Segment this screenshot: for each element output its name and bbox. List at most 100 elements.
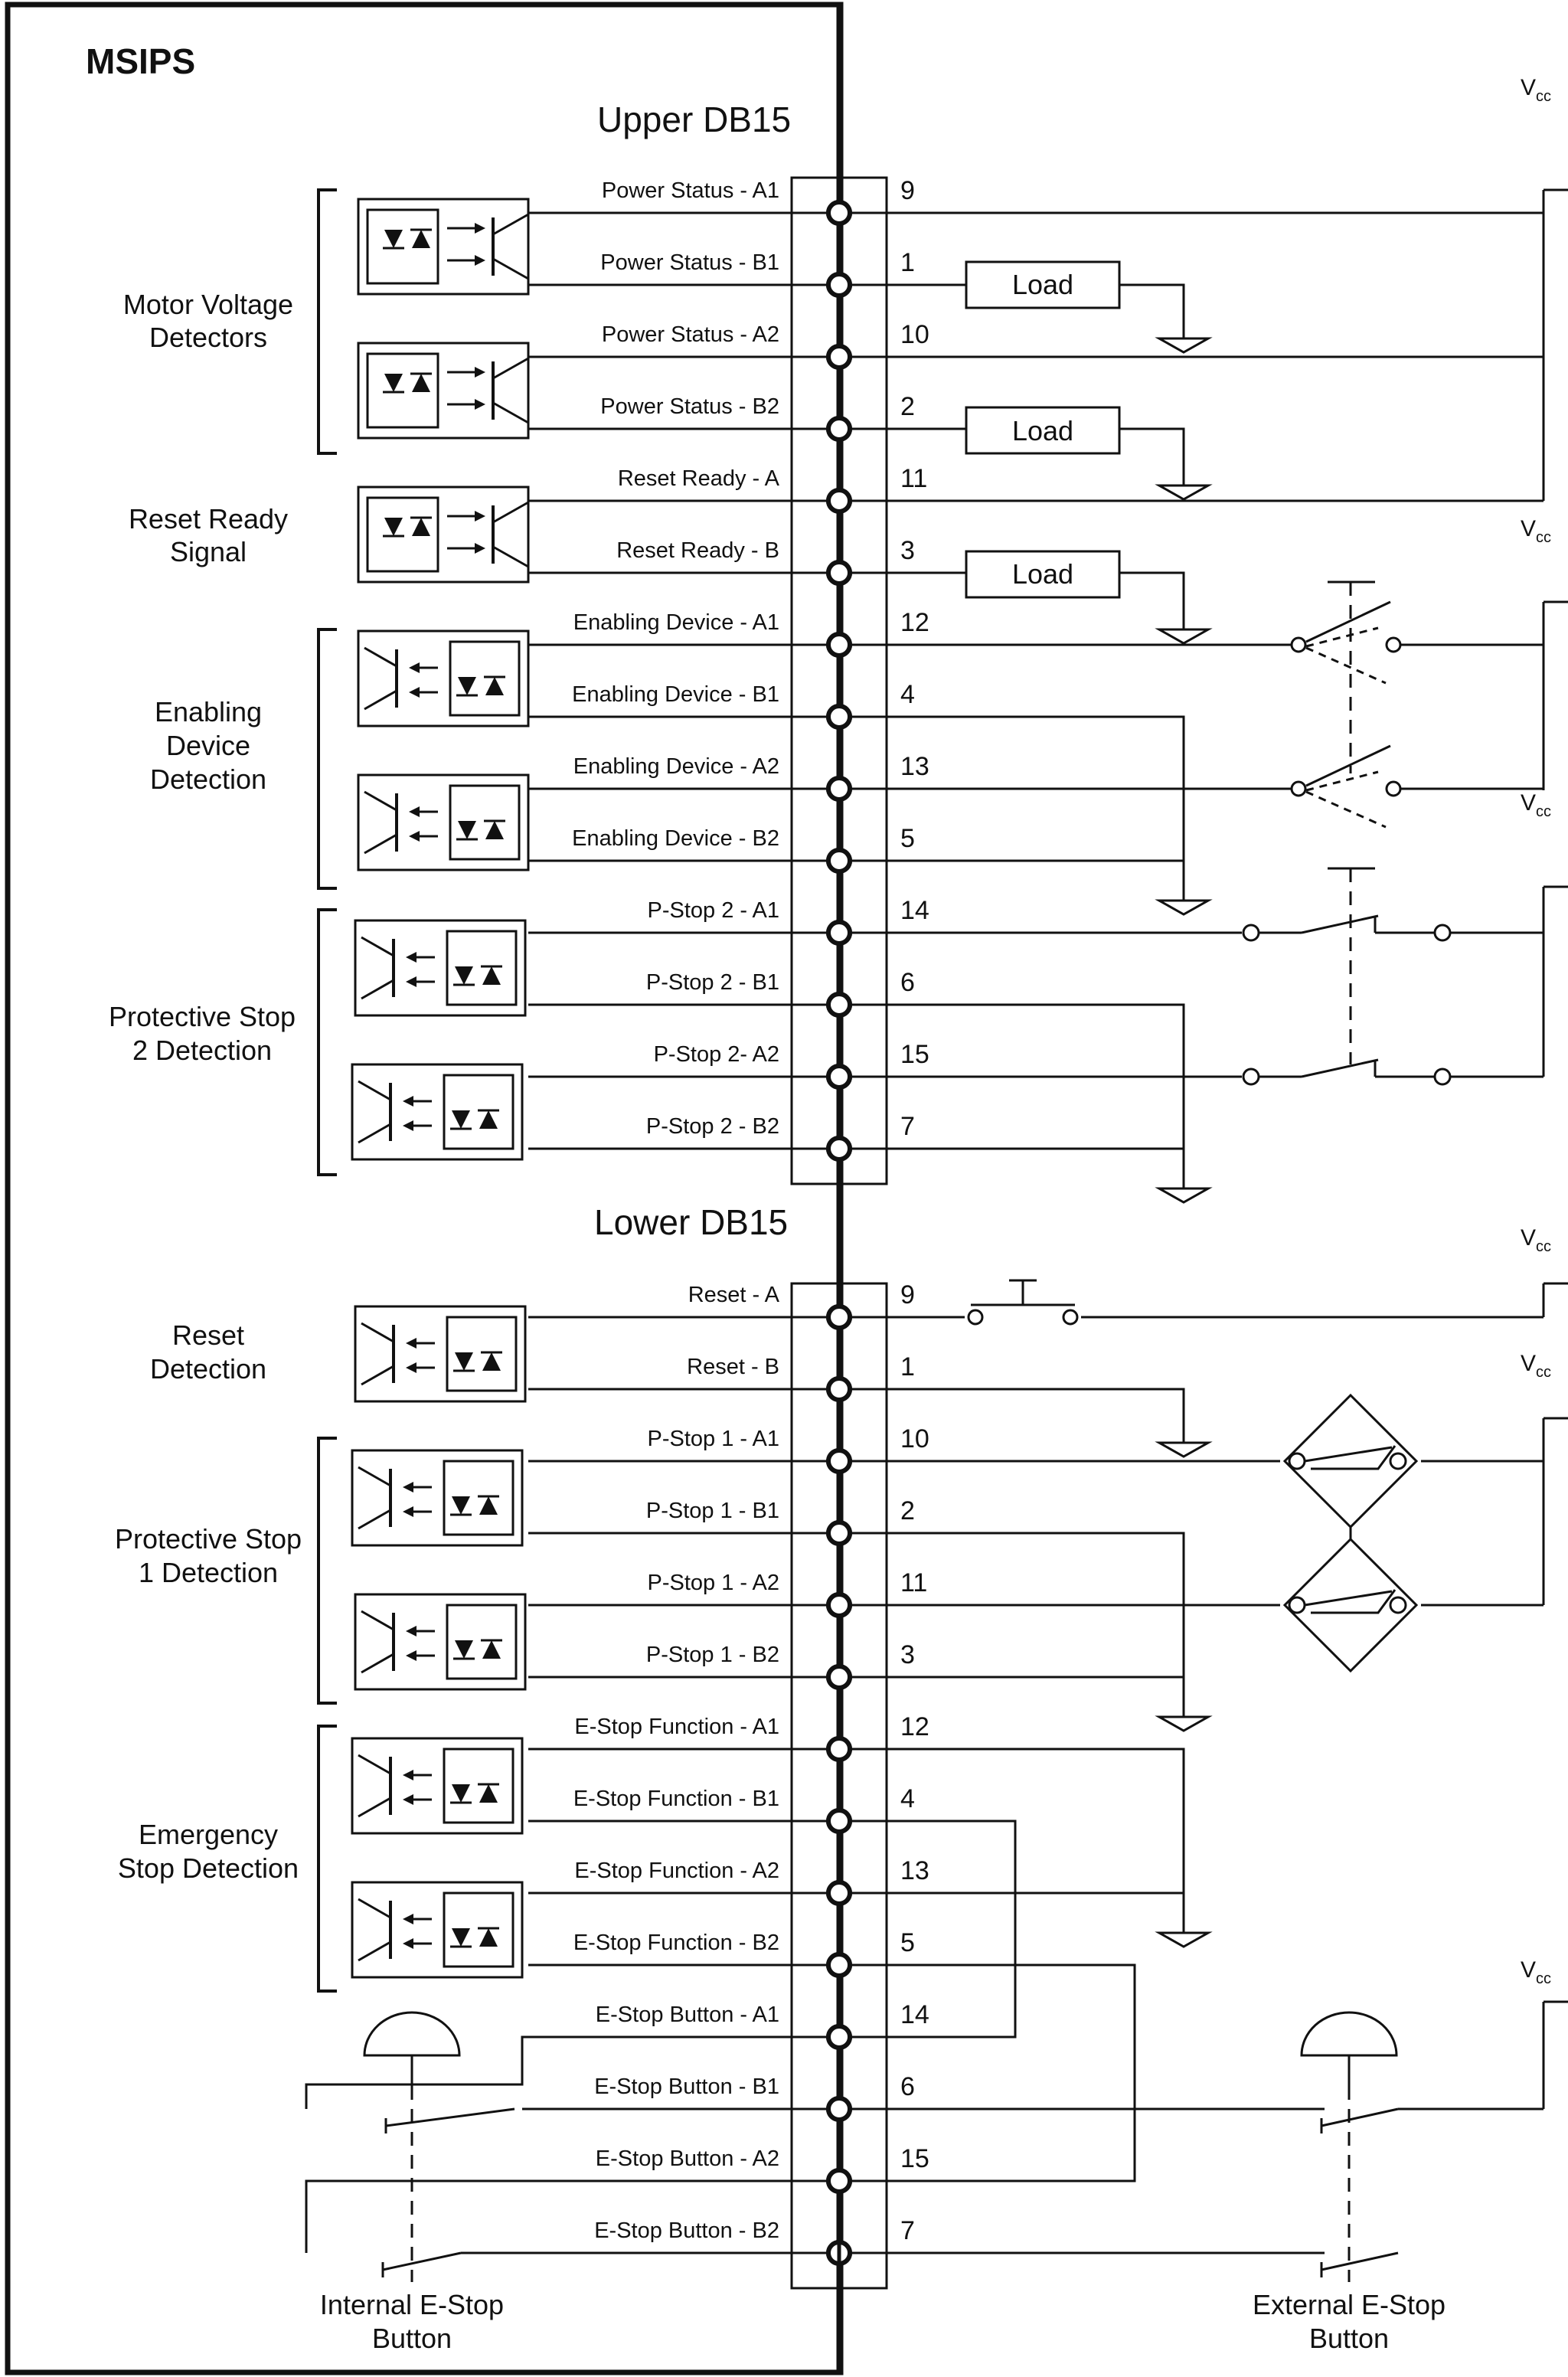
connector-pin bbox=[826, 1064, 852, 1090]
lower-pin-label: Reset - B bbox=[687, 1355, 779, 1379]
upper-pin-label: Enabling Device - B2 bbox=[572, 826, 779, 851]
connector-pins bbox=[826, 5, 852, 2372]
vcc-subscript: cc bbox=[1536, 1238, 1551, 1255]
wire bbox=[1301, 1058, 1379, 1078]
pstop1-label-1: Protective Stop bbox=[115, 1523, 302, 1555]
lower-pin-label: P-Stop 1 - A2 bbox=[648, 1571, 780, 1595]
vcc-label: Vcc bbox=[1521, 790, 1551, 820]
lower-pin-label: E-Stop Button - A2 bbox=[596, 2146, 779, 2171]
reset-ready-label-1: Reset Ready bbox=[129, 503, 288, 535]
upper-pin-number: 2 bbox=[900, 392, 915, 421]
optocoupler bbox=[357, 198, 530, 296]
switch-contact bbox=[1062, 1309, 1079, 1326]
wire bbox=[1311, 1589, 1396, 1614]
upper-pin-number: 9 bbox=[900, 176, 915, 205]
ground-symbol bbox=[1158, 608, 1210, 645]
vcc-letter: V bbox=[1521, 75, 1536, 100]
optocoupler bbox=[357, 486, 530, 584]
optocoupler bbox=[354, 1593, 527, 1691]
lower-pin-label: E-Stop Button - A1 bbox=[596, 2003, 779, 2027]
connector-pin bbox=[826, 488, 852, 514]
lower-pin-label: Reset - A bbox=[688, 1283, 780, 1307]
lower-pin-number: 7 bbox=[900, 2216, 915, 2245]
switch-contact bbox=[1433, 1068, 1452, 1086]
estop-label-2: Stop Detection bbox=[118, 1852, 299, 1884]
connector-pin bbox=[826, 416, 852, 442]
optocoupler bbox=[354, 1305, 527, 1403]
upper-pin-label: Power Status - A2 bbox=[602, 322, 779, 347]
wire bbox=[1321, 2251, 1399, 2271]
ground-symbol bbox=[1158, 317, 1210, 354]
connector-pin bbox=[826, 1952, 852, 1978]
estop-label-1: Emergency bbox=[139, 1819, 278, 1850]
upper-pin-label: Enabling Device - A2 bbox=[573, 754, 779, 779]
lower-pin-label: P-Stop 1 - B2 bbox=[646, 1643, 779, 1667]
connector-pin bbox=[826, 632, 852, 658]
optocoupler bbox=[357, 773, 530, 871]
wire bbox=[839, 1388, 1185, 1423]
wire bbox=[1311, 1445, 1396, 1470]
safety-sensor bbox=[1282, 1537, 1419, 1673]
connector-pin bbox=[826, 344, 852, 370]
vcc-subscript: cc bbox=[1536, 803, 1551, 820]
vcc-label: Vcc bbox=[1521, 75, 1551, 105]
wire bbox=[1119, 427, 1185, 466]
pstop2-label-2: 2 Detection bbox=[132, 1035, 272, 1066]
connector-pin bbox=[826, 1592, 852, 1618]
switch-contact bbox=[1288, 1452, 1306, 1470]
connector-pin bbox=[826, 1880, 852, 1906]
wire bbox=[1304, 1590, 1393, 1607]
load-label: Load bbox=[1012, 269, 1073, 300]
switch-contact bbox=[1288, 1596, 1306, 1614]
lower-pin-number: 14 bbox=[900, 2000, 929, 2029]
connector-pin bbox=[826, 848, 852, 874]
lower-pin-number: 15 bbox=[900, 2144, 929, 2173]
load-label: Load bbox=[1012, 415, 1073, 446]
lower-pin-label: P-Stop 1 - B1 bbox=[646, 1499, 779, 1523]
upper-pin-label: P-Stop 2 - B1 bbox=[646, 970, 779, 995]
lower-pin-number: 2 bbox=[900, 1496, 915, 1525]
load-box bbox=[965, 550, 1121, 599]
wire bbox=[1305, 790, 1387, 829]
reset-ready-label-2: Signal bbox=[170, 536, 247, 567]
pstop2-label-1: Protective Stop bbox=[109, 1001, 296, 1032]
estop-mushroom-head bbox=[363, 2011, 461, 2057]
estop-mushroom-head bbox=[1300, 2011, 1398, 2057]
ground-symbol bbox=[1158, 1421, 1210, 1458]
vcc-subscript: cc bbox=[1536, 88, 1551, 105]
motor-voltage-label-1: Motor Voltage bbox=[123, 289, 293, 320]
switch-contact bbox=[1385, 636, 1402, 653]
optocoupler bbox=[354, 919, 527, 1017]
wire bbox=[839, 1532, 1185, 1697]
connector-pin bbox=[826, 2168, 852, 2194]
internal-estop-label-1: Internal E-Stop bbox=[320, 2289, 504, 2320]
wire bbox=[839, 1748, 1185, 1913]
upper-pin-number: 3 bbox=[900, 536, 915, 565]
lower-pin-label: E-Stop Function - A1 bbox=[574, 1715, 779, 1739]
lower-pin-label: P-Stop 1 - A1 bbox=[648, 1427, 780, 1451]
switch-contact bbox=[1385, 780, 1402, 797]
lower-pin-number: 5 bbox=[900, 1928, 915, 1957]
ground-symbol bbox=[1158, 1167, 1210, 1204]
connector-pin bbox=[826, 776, 852, 802]
upper-db15-label: Upper DB15 bbox=[597, 100, 791, 139]
wire bbox=[1321, 2107, 1399, 2127]
wire bbox=[385, 2107, 515, 2127]
upper-pin-number: 4 bbox=[900, 680, 915, 709]
external-estop-label-2: Button bbox=[1309, 2323, 1389, 2354]
switch-contact bbox=[1290, 780, 1307, 797]
upper-pin-label: Enabling Device - A1 bbox=[573, 610, 779, 635]
upper-pin-number: 5 bbox=[900, 824, 915, 853]
switch-contact bbox=[1290, 636, 1307, 653]
ground-symbol bbox=[1158, 1695, 1210, 1732]
wire bbox=[1119, 283, 1185, 319]
reset-detection-label-2: Detection bbox=[150, 1353, 266, 1385]
lower-pin-label: E-Stop Function - A2 bbox=[574, 1859, 779, 1883]
vcc-label: Vcc bbox=[1521, 1957, 1551, 1987]
external-estop-label-1: External E-Stop bbox=[1253, 2289, 1446, 2320]
connector-pin bbox=[826, 1736, 852, 1762]
optocoupler bbox=[357, 342, 530, 440]
